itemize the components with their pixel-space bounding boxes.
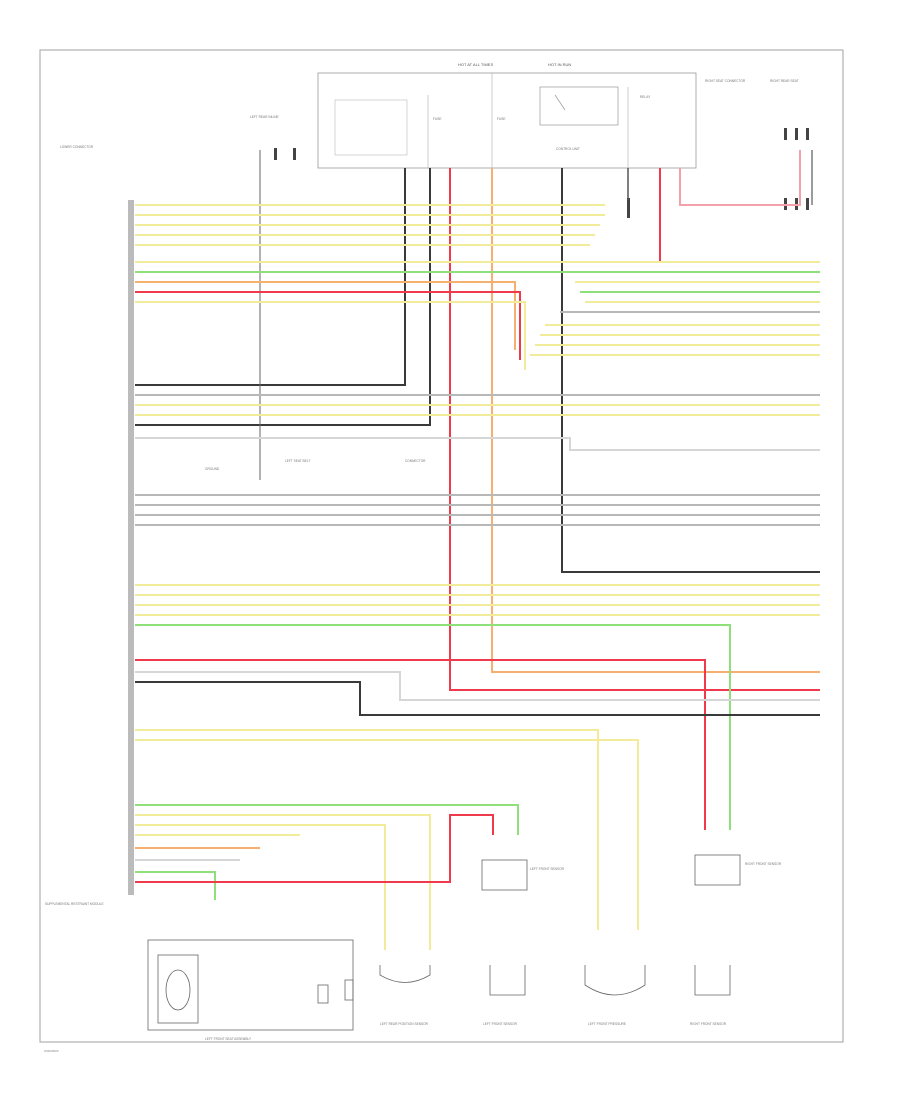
vertical-risers bbox=[135, 150, 820, 691]
right-front-sensor-label: RIGHT FRONT SENSOR bbox=[745, 862, 782, 866]
control-unit-label: CONTROL UNIT bbox=[556, 147, 580, 151]
horizontal-wires bbox=[135, 204, 820, 950]
left-front-buckle-label: LEFT FRONT SENSOR bbox=[483, 1022, 518, 1026]
left-harness-pins bbox=[128, 200, 134, 895]
relay-inner-box bbox=[539, 86, 619, 126]
right-rear-seat-label: RIGHT REAR SEAT bbox=[770, 79, 799, 83]
left-rear-inline-label: LEFT REAR INLINE bbox=[250, 115, 279, 119]
mid-note-b: CONNECTOR bbox=[405, 459, 426, 463]
right-top-conn-label: RIGHT SEAT CONNECTOR bbox=[705, 79, 746, 83]
left-front-sensor-box bbox=[481, 859, 528, 891]
right-front-buckle-label: RIGHT FRONT SENSOR bbox=[690, 1022, 727, 1026]
left-front-press-label: LEFT FRONT PRESSURE bbox=[588, 1022, 626, 1026]
gnd-label: GROUND bbox=[205, 467, 220, 471]
top-center-a: HOT AT ALL TIMES bbox=[458, 62, 493, 67]
right-front-sensor-box bbox=[694, 854, 741, 886]
module-label: SUPPLEMENTAL RESTRAINT MODULE bbox=[45, 902, 104, 906]
fuse-b-label: FUSE bbox=[497, 117, 506, 121]
left-front-sensor-grp-label: LEFT FRONT SENSOR bbox=[530, 867, 565, 871]
fuse-relay-box bbox=[317, 72, 697, 169]
footer-code: W0000000 bbox=[44, 1049, 59, 1053]
left-front-seat-label: LEFT FRONT SEAT ASSEMBLY bbox=[205, 1037, 252, 1041]
relay-c-label: RELAY bbox=[640, 95, 651, 99]
top-center-b: HOT IN RUN bbox=[548, 62, 571, 67]
diagram-frame bbox=[39, 49, 844, 1043]
left-rear-pos-label: LEFT REAR POSITION SENSOR bbox=[380, 1022, 429, 1026]
mid-note-a: LEFT SEAT BELT bbox=[285, 459, 310, 463]
left-side-conn-label: LOWER CONNECTOR bbox=[60, 145, 94, 149]
bottom-components bbox=[147, 939, 731, 1031]
switch-box bbox=[334, 99, 408, 156]
fuse-a-label: FUSE bbox=[433, 117, 442, 121]
